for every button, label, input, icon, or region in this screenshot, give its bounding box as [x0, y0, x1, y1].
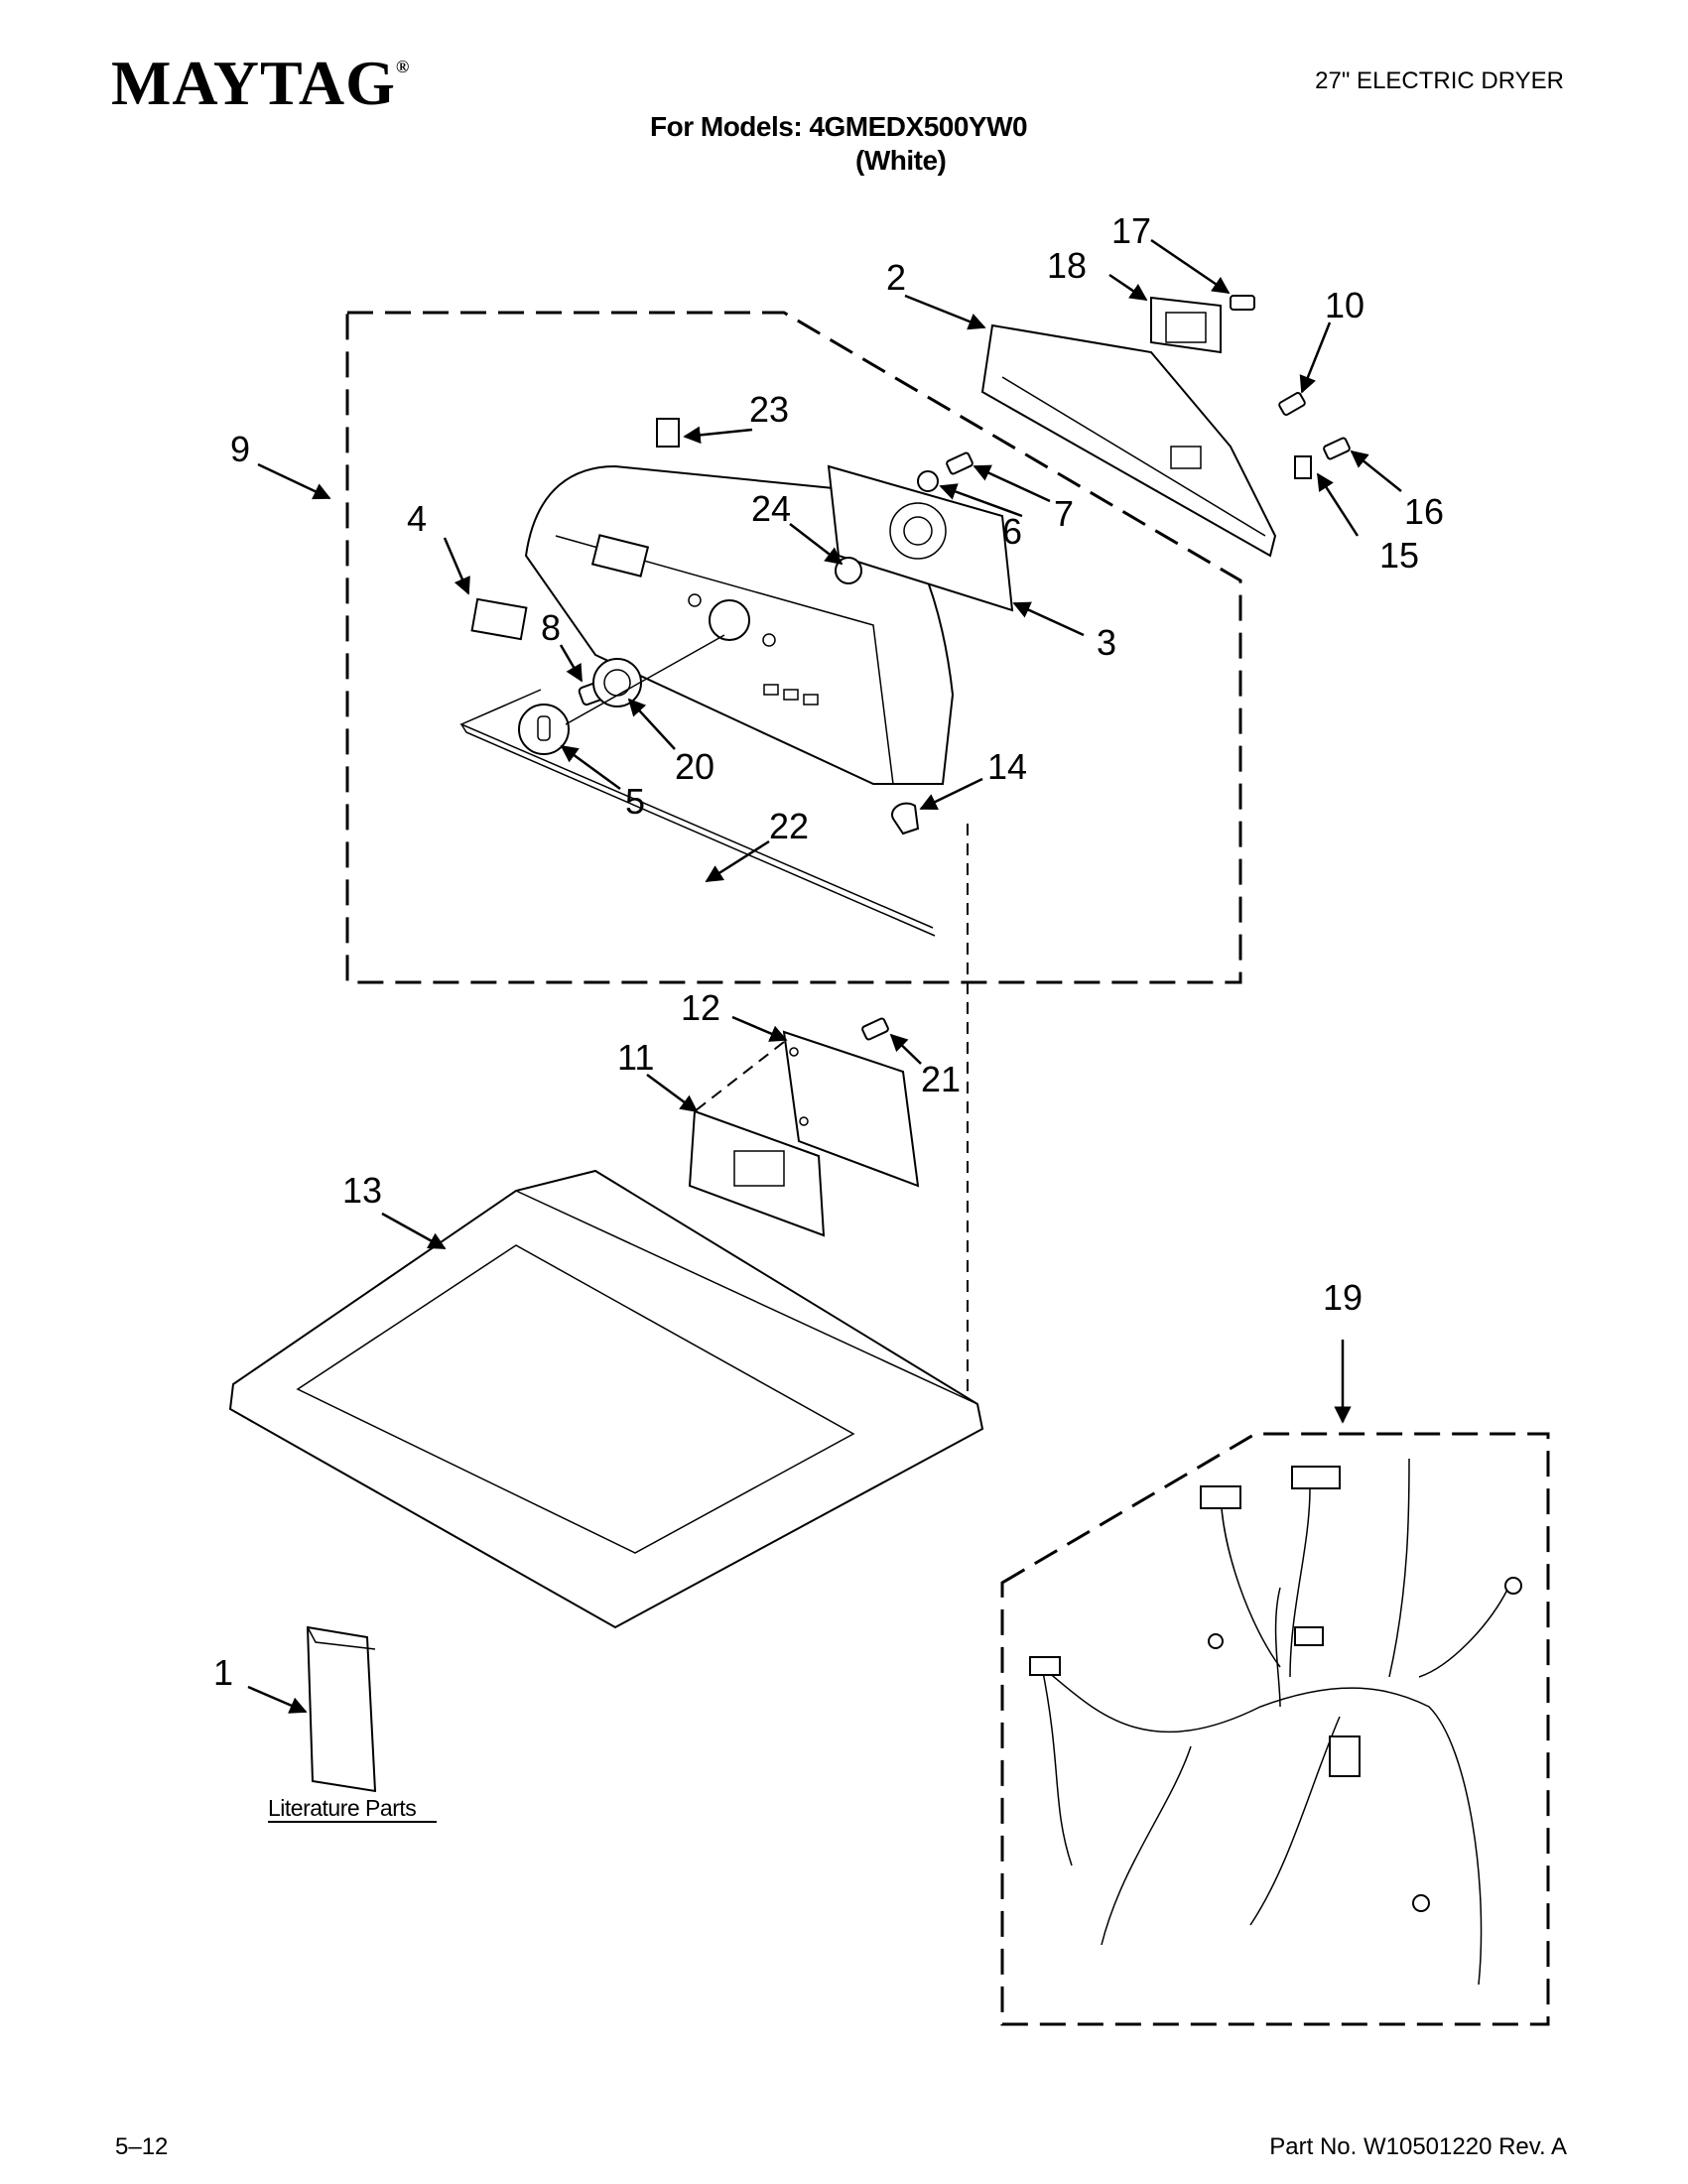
harness-group-outline	[1000, 1432, 1550, 2026]
callout-19: 19	[1323, 1277, 1363, 1318]
callout-11: 11	[617, 1037, 654, 1078]
callout-20: 20	[675, 746, 714, 787]
callout-1: 1	[213, 1652, 233, 1693]
clip-part-14	[891, 802, 920, 835]
module-part-11	[688, 1109, 826, 1237]
leader-lines	[247, 238, 1402, 1714]
plate-part-12	[782, 1030, 920, 1188]
callout-6: 6	[1002, 511, 1022, 552]
part-number: Part No. W10501220 Rev. A	[1269, 2133, 1567, 2160]
callout-13: 13	[342, 1170, 382, 1211]
literature-part-1	[306, 1625, 377, 1793]
callout-15: 15	[1379, 535, 1419, 576]
document-type: 27" ELECTRIC DRYER	[1315, 67, 1564, 94]
callout-12: 12	[681, 987, 720, 1028]
knob-axis	[565, 634, 725, 725]
callout-18: 18	[1047, 245, 1087, 286]
brand-logo: MAYTAG®	[111, 48, 411, 118]
ring-part-20	[592, 658, 642, 707]
page-number: 5–12	[115, 2133, 169, 2160]
harness-part-19	[1029, 1458, 1522, 1986]
backplate-part-2	[980, 323, 1277, 558]
callout-10: 10	[1325, 285, 1364, 325]
screw-part-21	[861, 1017, 889, 1041]
screw-part-7	[946, 451, 974, 475]
module-link	[694, 1041, 785, 1112]
callout-2: 2	[886, 257, 906, 298]
console-group-outline	[345, 311, 1242, 984]
callout-8: 8	[541, 607, 561, 648]
knob-part-5	[518, 704, 570, 755]
screw-part-10	[1278, 392, 1306, 416]
callout-14: 14	[987, 746, 1027, 787]
callout-16: 16	[1404, 491, 1444, 532]
color-line: (White)	[855, 145, 947, 176]
screw-part-16	[1323, 437, 1351, 460]
bracket-part-18	[1150, 296, 1222, 354]
callout-4: 4	[407, 498, 427, 539]
callout-9: 9	[230, 429, 250, 469]
top-panel-part-13	[228, 1169, 984, 1629]
callout-21: 21	[921, 1059, 961, 1099]
callout-7: 7	[1054, 493, 1074, 534]
screw-part-17	[1230, 295, 1255, 311]
callout-23: 23	[749, 389, 789, 430]
models-line: For Models: 4GMEDX500YW0	[650, 111, 1028, 142]
literature-parts-label: Literature Parts	[268, 1795, 416, 1821]
callout-24: 24	[751, 488, 791, 529]
callout-3: 3	[1097, 622, 1116, 663]
callout-17: 17	[1111, 210, 1151, 251]
badge-part-4	[470, 597, 528, 641]
strip-part-22	[459, 689, 936, 937]
clip-part-23	[656, 418, 680, 448]
callout-5: 5	[625, 781, 645, 822]
clip-part-15	[1294, 455, 1312, 479]
encoder-part-6	[917, 470, 939, 492]
callout-22: 22	[769, 806, 809, 846]
